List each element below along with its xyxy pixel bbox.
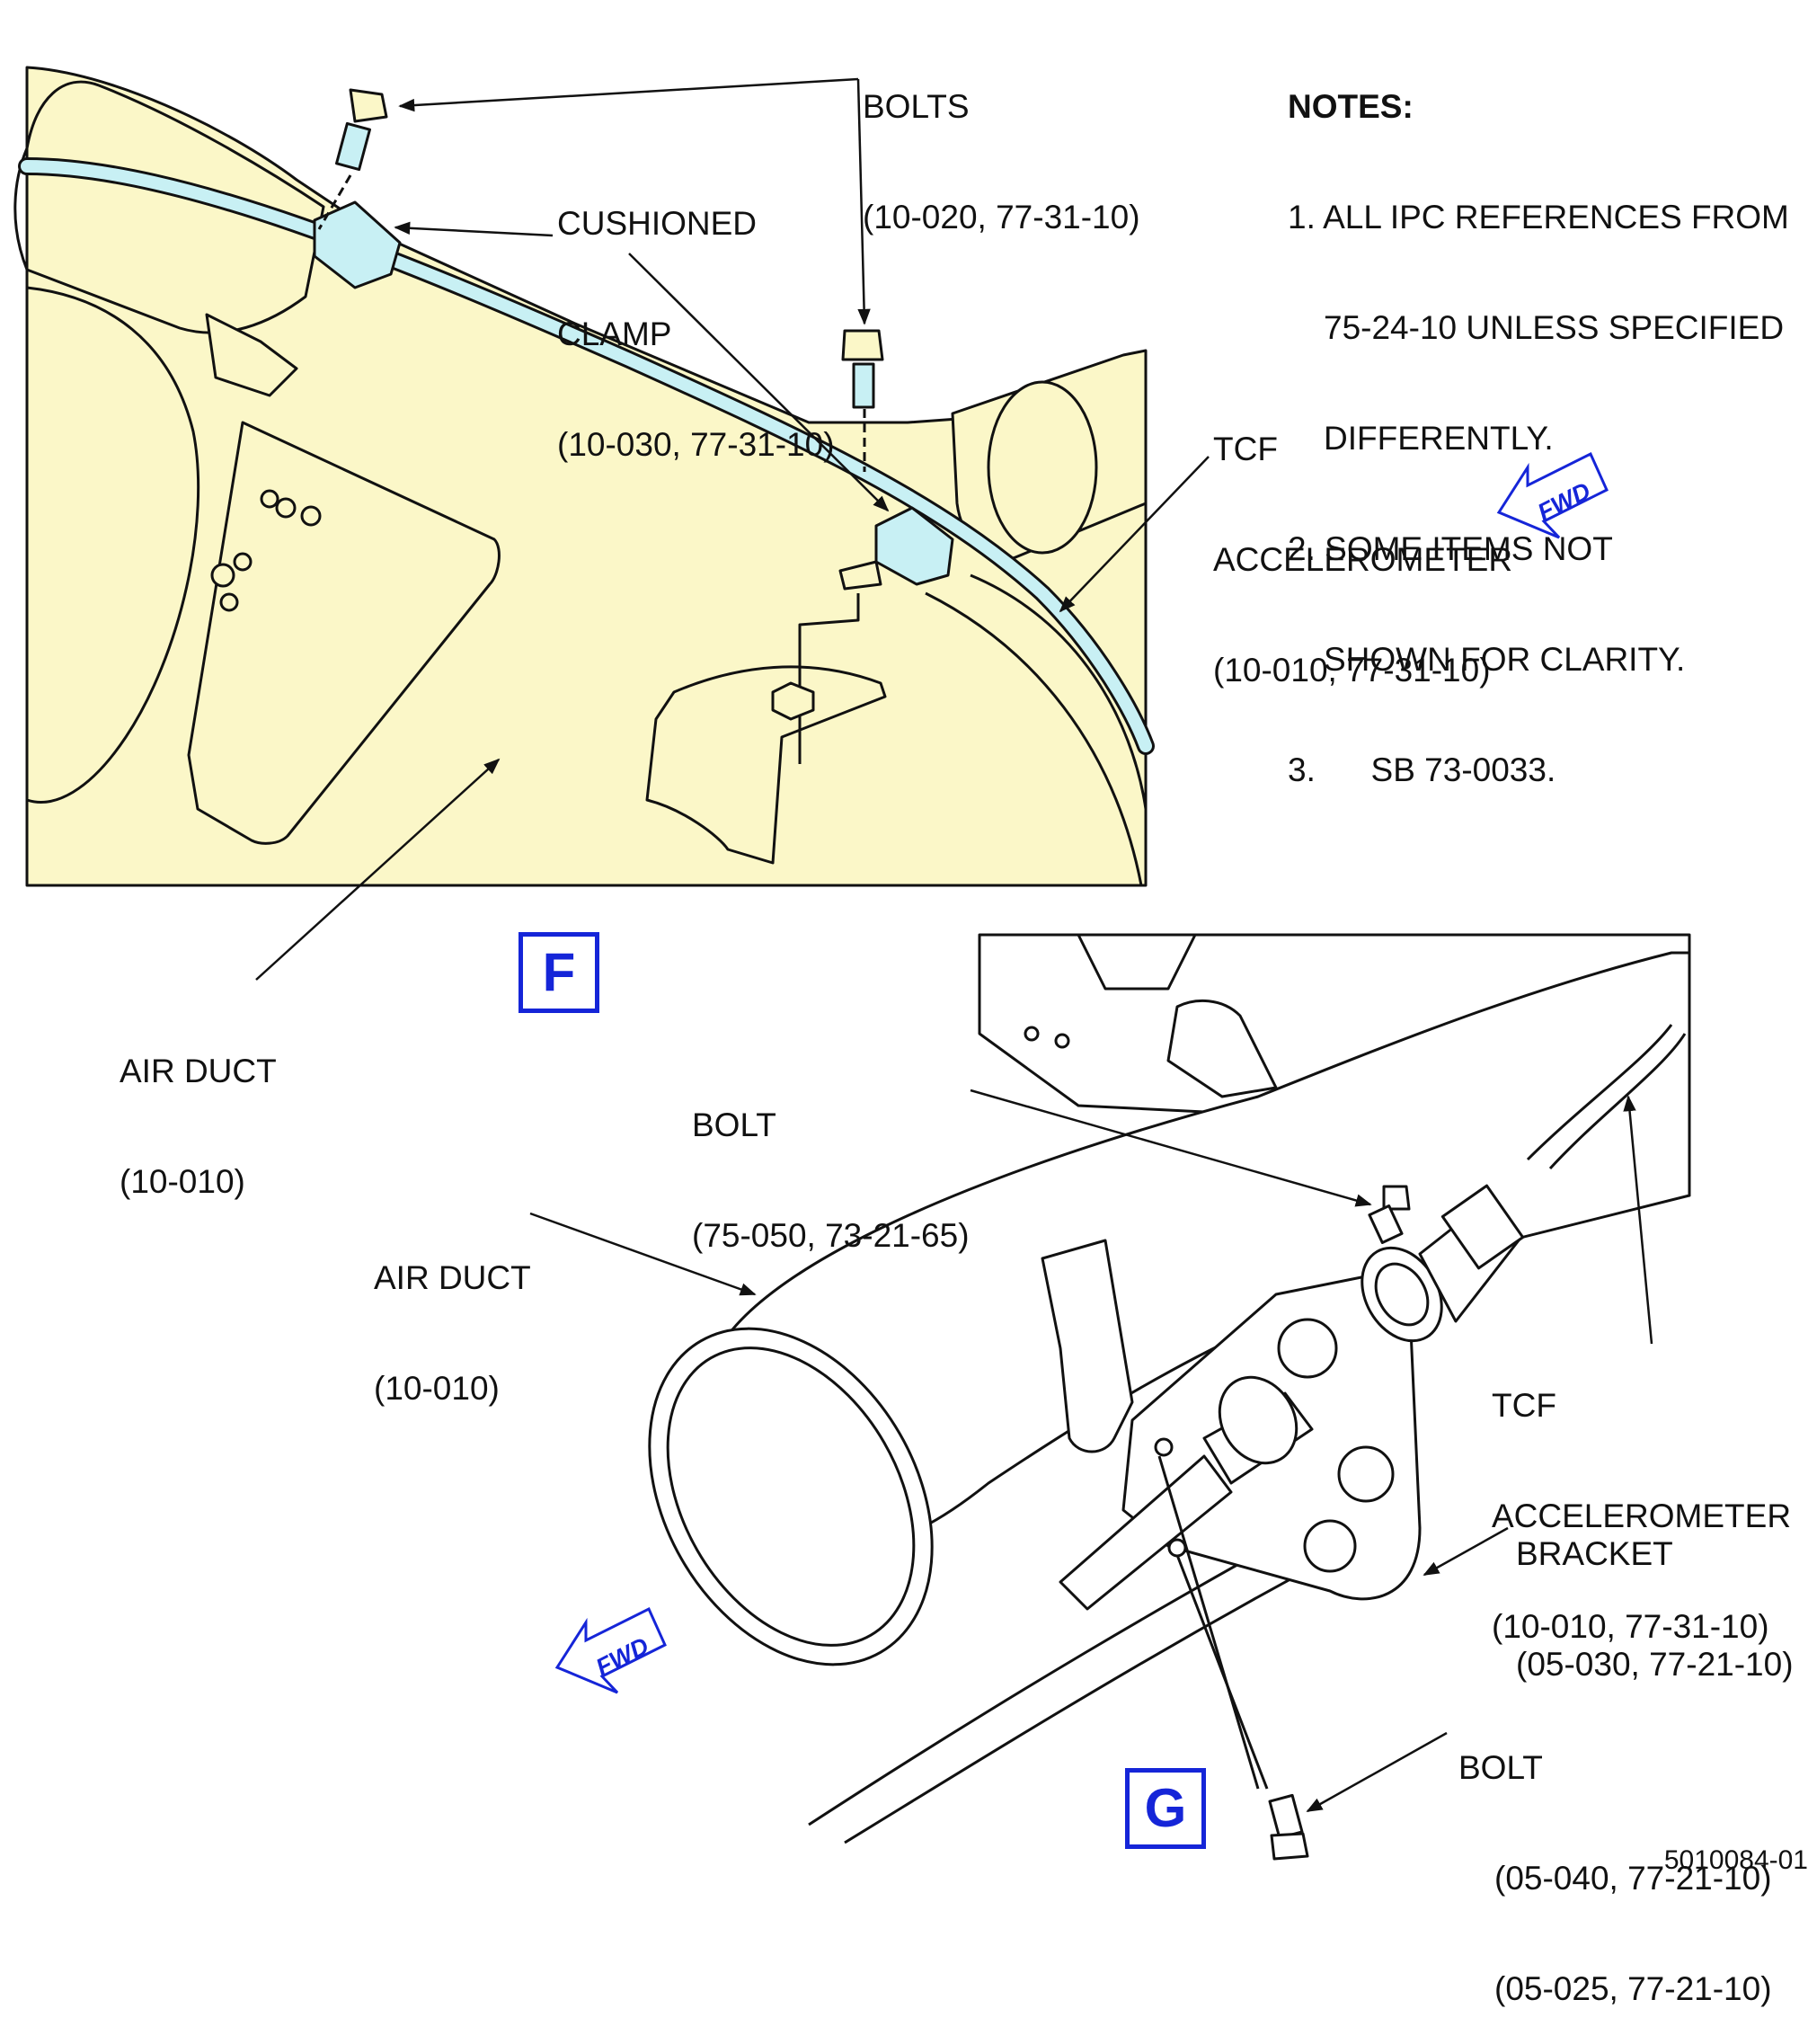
callout-title: CUSHIONED bbox=[557, 205, 758, 242]
callout-title: TCF bbox=[1213, 431, 1278, 467]
bolt-g-top bbox=[1368, 1185, 1411, 1244]
view-f-drawing bbox=[13, 66, 1155, 887]
callout-title: ACCELEROMETER bbox=[1213, 541, 1513, 578]
callout-title: AIR DUCT bbox=[120, 1053, 277, 1089]
callout-title: BRACKET bbox=[1516, 1535, 1673, 1572]
callout-ref: (75-050, 73-21-65) bbox=[692, 1217, 970, 1254]
callout-tcf-accelerometer-f: TCF ACCELEROMETER (10-010, 77-31-10) bbox=[1213, 357, 1512, 725]
callout-ref: (10-010) bbox=[120, 1163, 245, 1200]
view-g-drawing bbox=[648, 933, 1691, 1861]
view-label-f: F bbox=[519, 932, 599, 1013]
callout-cushioned-clamp: CUSHIONED CLAMP (10-030, 77-31-10) bbox=[557, 131, 835, 500]
note-line: 2. SOME ITEMS NOT bbox=[1288, 530, 1613, 567]
callout-title: TCF bbox=[1492, 1387, 1556, 1424]
callout-air-duct-f: AIR DUCT (10-010) bbox=[120, 979, 277, 1237]
leader-lines bbox=[255, 77, 1653, 1813]
callout-tcf-accelerometer-g: TCF ACCELEROMETER (10-010, 77-31-10) bbox=[1492, 1313, 1791, 1682]
callout-ref: (10-010, 77-31-10) bbox=[1492, 1608, 1769, 1645]
illustration bbox=[13, 66, 1691, 1861]
bolt-g-bottom bbox=[1268, 1793, 1309, 1861]
callout-ref: (05-030, 77-21-10) bbox=[1516, 1646, 1794, 1683]
note-line: 3. SB 73-0033. bbox=[1288, 751, 1556, 788]
side-panel bbox=[187, 421, 501, 845]
fwd-arrow-f bbox=[1496, 451, 1609, 539]
tcf-accelerometer-body bbox=[1059, 1184, 1525, 1611]
notes-title: NOTES: bbox=[1288, 88, 1414, 125]
drawing-number: 5010084-01 bbox=[1663, 1845, 1808, 1875]
note-line: DIFFERENTLY. bbox=[1324, 420, 1554, 457]
callout-title: AIR DUCT bbox=[374, 1259, 531, 1296]
cushioned-clamp-upper bbox=[313, 200, 402, 289]
notes-block: NOTES: 1. ALL IPC REFERENCES FROM 75-24-… bbox=[1288, 14, 1789, 825]
note-line: 1. ALL IPC REFERENCES FROM bbox=[1288, 199, 1789, 236]
mount-bracket-f bbox=[645, 665, 887, 865]
callout-bracket-g: BRACKET (05-030, 77-21-10) bbox=[1516, 1462, 1794, 1720]
callout-title: ACCELEROMETER bbox=[1492, 1497, 1792, 1534]
view-label-g: G bbox=[1125, 1768, 1206, 1849]
callout-ref: (10-010) bbox=[374, 1370, 500, 1407]
note-line: SHOWN FOR CLARITY. bbox=[1324, 641, 1686, 678]
callout-title: BOLT bbox=[692, 1106, 776, 1143]
callout-air-duct-g: AIR DUCT (10-010) bbox=[374, 1186, 531, 1444]
note-line: 75-24-10 UNLESS SPECIFIED bbox=[1324, 309, 1785, 346]
callout-title: CLAMP bbox=[557, 315, 672, 352]
callout-title: BOLTS bbox=[863, 88, 970, 125]
bolt-f-lower bbox=[841, 329, 884, 472]
callout-bolt-top-g: BOLT (75-050, 73-21-65) bbox=[692, 1033, 970, 1291]
callout-title: BOLT bbox=[1458, 1749, 1543, 1786]
duct-flange-left bbox=[25, 286, 200, 804]
callout-ref: (10-030, 77-31-10) bbox=[557, 426, 835, 463]
callout-ref: (10-010, 77-31-10) bbox=[1213, 652, 1491, 689]
callout-ref: (05-025, 77-21-10) bbox=[1494, 1970, 1772, 2007]
callout-bolts-f: BOLTS (10-020, 77-31-10) bbox=[863, 14, 1140, 272]
fwd-arrow-g bbox=[554, 1606, 667, 1694]
air-duct-g bbox=[717, 951, 1691, 1548]
callout-ref: (10-020, 77-31-10) bbox=[863, 199, 1140, 236]
bolt-f-upper bbox=[317, 88, 388, 230]
